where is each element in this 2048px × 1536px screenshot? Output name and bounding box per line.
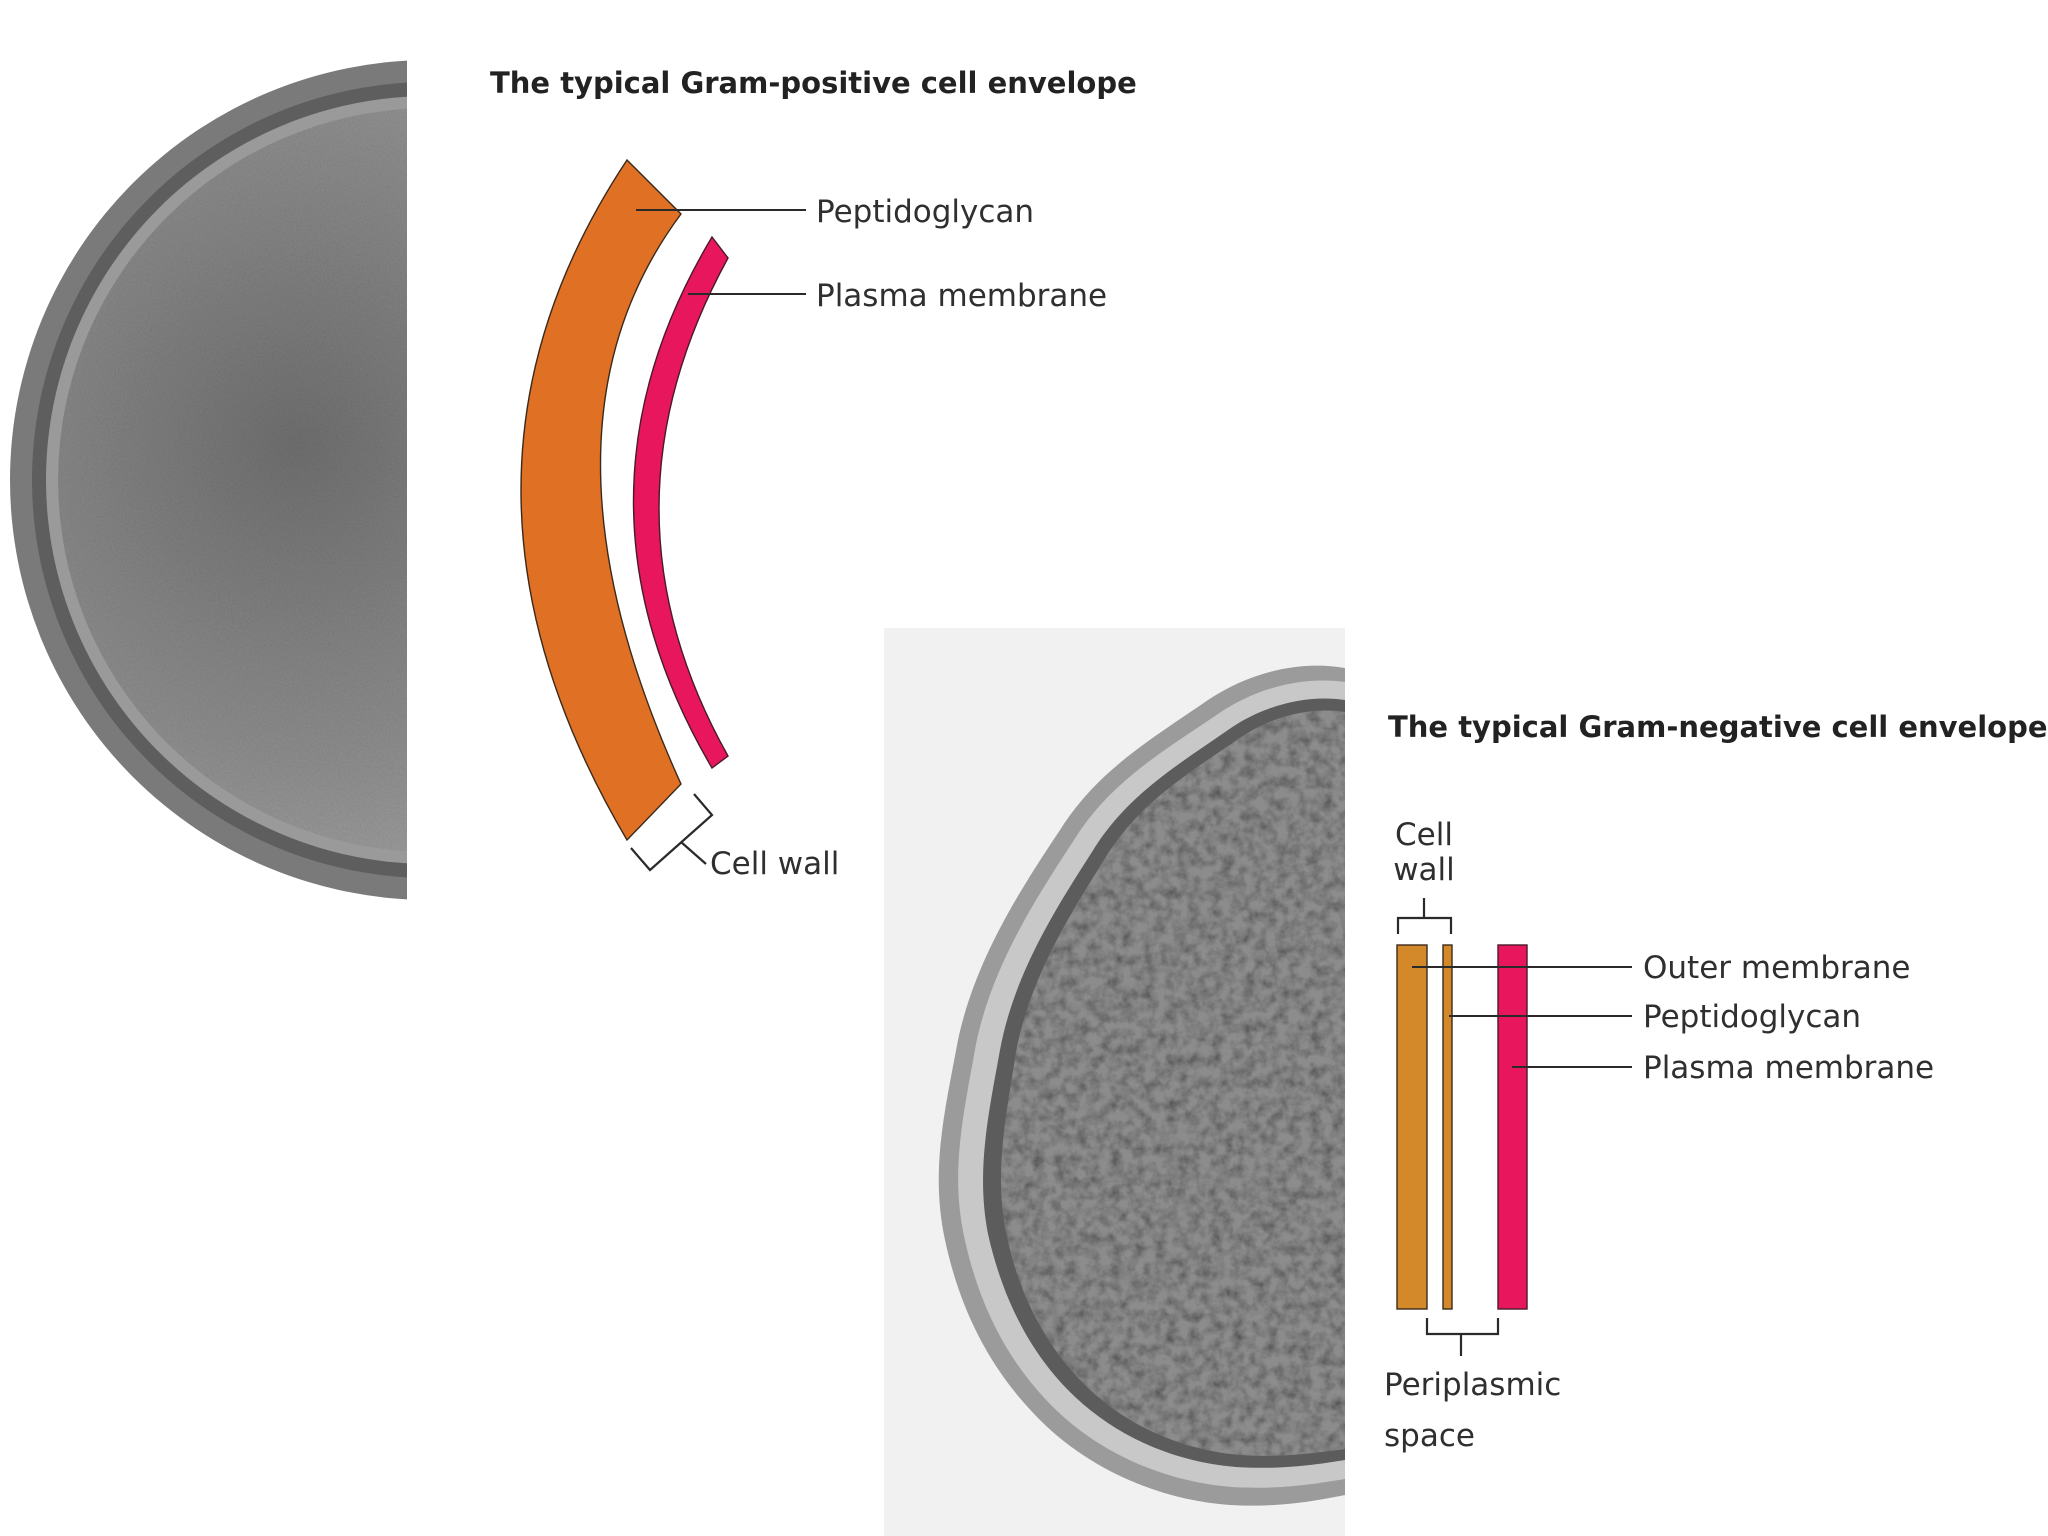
- gram-negative-outer-membrane-label: Outer membrane: [1643, 950, 1910, 986]
- gram-negative-plasma-membrane-label: Plasma membrane: [1643, 1050, 1934, 1086]
- gram-negative-cell-wall-bracket: [1396, 898, 1453, 934]
- gram-negative-title: The typical Gram-negative cell envelope: [1388, 710, 2048, 744]
- gram-positive-micrograph: [0, 0, 407, 918]
- gram-positive-peptidoglycan-label: Peptidoglycan: [816, 194, 1034, 230]
- gram-negative-cell-wall-label-line2: wall: [1393, 852, 1455, 888]
- gram-negative-periplasmic-bracket: [1425, 1318, 1500, 1356]
- gram-positive-plasma-membrane-layer: [632, 235, 729, 770]
- gram-negative-micrograph: [884, 628, 1345, 1536]
- gram-positive-title: The typical Gram-positive cell envelope: [490, 66, 1137, 100]
- gram-negative-outer-membrane-layer: [1396, 944, 1428, 1310]
- gram-negative-periplasmic-label-line2: space: [1384, 1418, 1475, 1454]
- gram-positive-peptidoglycan-layer: [520, 158, 682, 842]
- gram-negative-peptidoglycan-layer: [1442, 944, 1453, 1310]
- gram-negative-peptidoglycan-label: Peptidoglycan: [1643, 999, 1861, 1035]
- gram-positive-diagram: The typical Gram-positive cell envelope …: [490, 66, 1137, 882]
- gram-negative-plasma-membrane-layer: [1497, 944, 1528, 1310]
- gram-negative-cell-wall-label-line1: Cell: [1395, 817, 1453, 853]
- gram-positive-plasma-membrane-label: Plasma membrane: [816, 278, 1107, 314]
- gram-negative-periplasmic-label-line1: Periplasmic: [1384, 1367, 1561, 1403]
- gram-positive-cell-wall-label: Cell wall: [710, 846, 839, 882]
- gram-negative-diagram: The typical Gram-negative cell envelope …: [1384, 710, 2048, 1454]
- gram-positive-cell-wall-bracket: [630, 793, 714, 872]
